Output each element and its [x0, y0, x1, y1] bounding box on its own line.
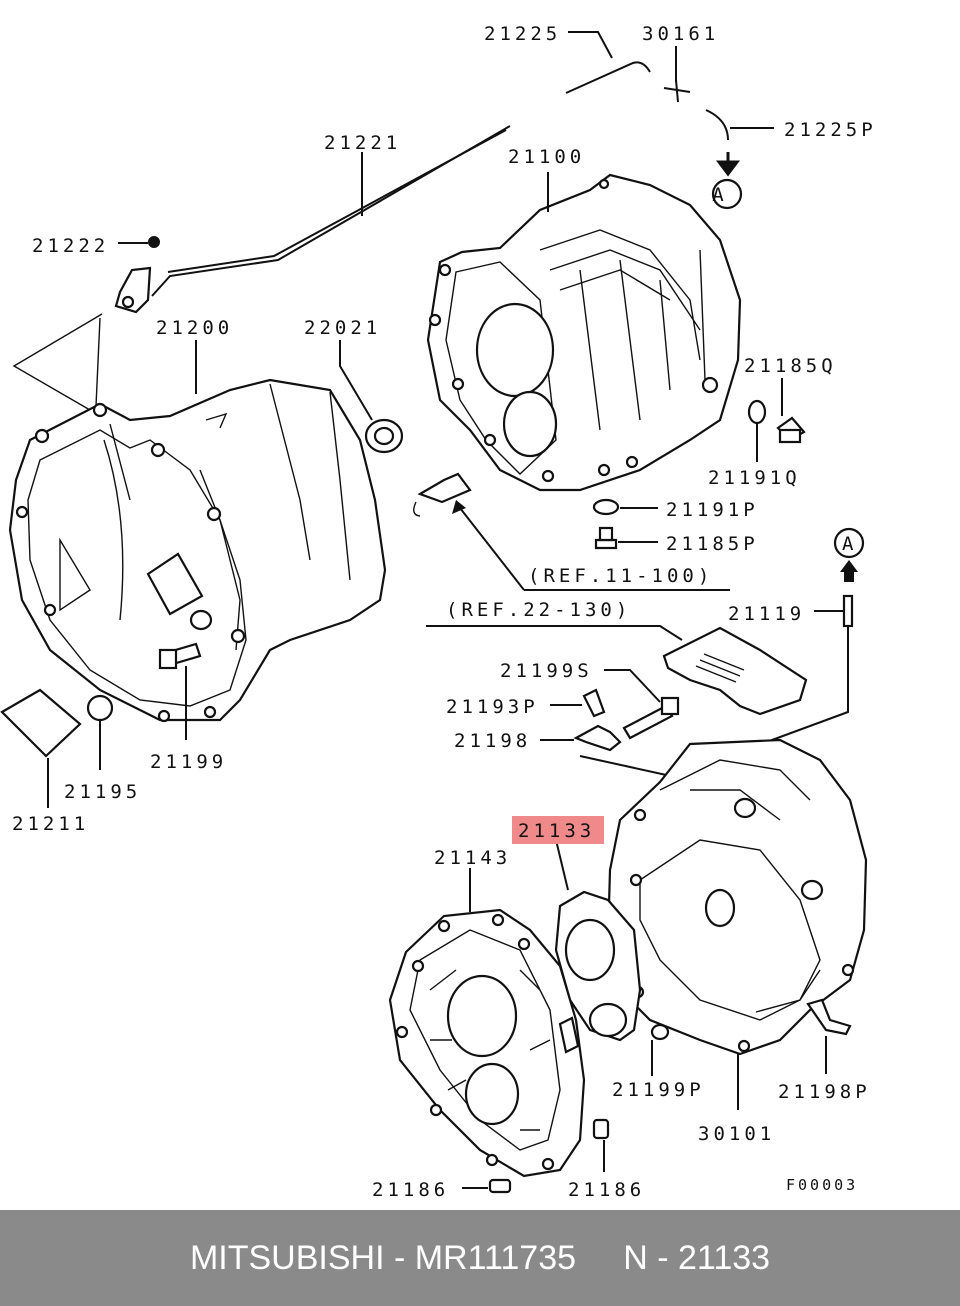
label-ref-11-100: (REF.11-100): [528, 565, 713, 587]
label-21119: 21119: [728, 603, 805, 625]
dowel-21186-b: [592, 1118, 610, 1172]
bolt-21193P: [550, 688, 606, 718]
shift-rod-21221: [151, 125, 511, 297]
label-21186-b: 21186: [568, 1179, 645, 1201]
label-21225P: 21225P: [784, 119, 877, 141]
label-21199: 21199: [150, 751, 227, 773]
part-number-footer: MITSUBISHI - MR111735 N - 21133: [0, 1210, 960, 1306]
label-21225: 21225: [484, 23, 561, 45]
cover-21211: [0, 688, 82, 808]
label-21191P: 21191P: [666, 499, 759, 521]
label-21185P: 21185P: [666, 533, 759, 555]
footer-text: MITSUBISHI - MR111735 N - 21133: [189, 1238, 771, 1277]
label-21195: 21195: [64, 781, 141, 803]
extension-housing: [606, 738, 868, 1110]
label-21143: 21143: [434, 847, 511, 869]
breather-pipe-21225P: [705, 109, 774, 210]
label-21191Q: 21191Q: [708, 467, 801, 489]
label-21185Q: 21185Q: [744, 355, 837, 377]
marker-a-lower: [833, 527, 865, 582]
case-21143: [388, 868, 586, 1178]
label-21133: 21133: [518, 820, 595, 842]
plug-21195: [86, 694, 114, 770]
bracket-21198P: [806, 998, 852, 1074]
parts-diagram: 21225 30161 21225P A 21221 21100 21222 2…: [0, 23, 877, 1201]
ref-11-100-part: [413, 472, 730, 591]
label-21222: 21222: [32, 235, 109, 257]
bolt-21199: [158, 642, 202, 740]
plug-21185P: [594, 526, 658, 550]
ref-22-130-part: [426, 625, 808, 716]
label-21199S: 21199S: [500, 660, 593, 682]
oil-seal-22021: [339, 340, 404, 454]
washer-21191Q: [747, 399, 767, 462]
label-21186-a: 21186: [372, 1179, 449, 1201]
marker-a-lower-label: A: [842, 533, 857, 555]
washer-21191P: [592, 498, 658, 516]
label-ref-22-130: (REF.22-130): [446, 599, 631, 621]
plug-21185Q: [776, 378, 806, 444]
dowel-21186-a: [462, 1178, 512, 1194]
pin-21199P: [650, 1023, 670, 1076]
breather-hose-21225: [565, 31, 651, 94]
label-21211: 21211: [12, 813, 89, 835]
highlight-21133: [512, 816, 604, 844]
bracket-21198: [540, 724, 681, 779]
label-21100: 21100: [508, 146, 585, 168]
label-21200: 21200: [156, 317, 233, 339]
label-22021: 22021: [304, 317, 381, 339]
clutch-housing-21200: [8, 340, 387, 723]
marker-a-upper: A: [712, 184, 727, 206]
label-21199P: 21199P: [612, 1079, 705, 1101]
bolt-21199S: [604, 669, 680, 740]
label-21193P: 21193P: [446, 696, 539, 718]
label-21221: 21221: [324, 132, 401, 154]
label-21198: 21198: [454, 730, 531, 752]
nut-21222: [114, 236, 160, 314]
label-30101: 30101: [698, 1123, 775, 1145]
label-21198P: 21198P: [778, 1081, 871, 1103]
label-30161: 30161: [642, 23, 719, 45]
figure-code: F00003: [786, 1176, 858, 1194]
transmission-case-21100: [426, 172, 742, 492]
gasket-21133: [554, 839, 642, 1042]
breather-clip-30161: [663, 46, 691, 103]
